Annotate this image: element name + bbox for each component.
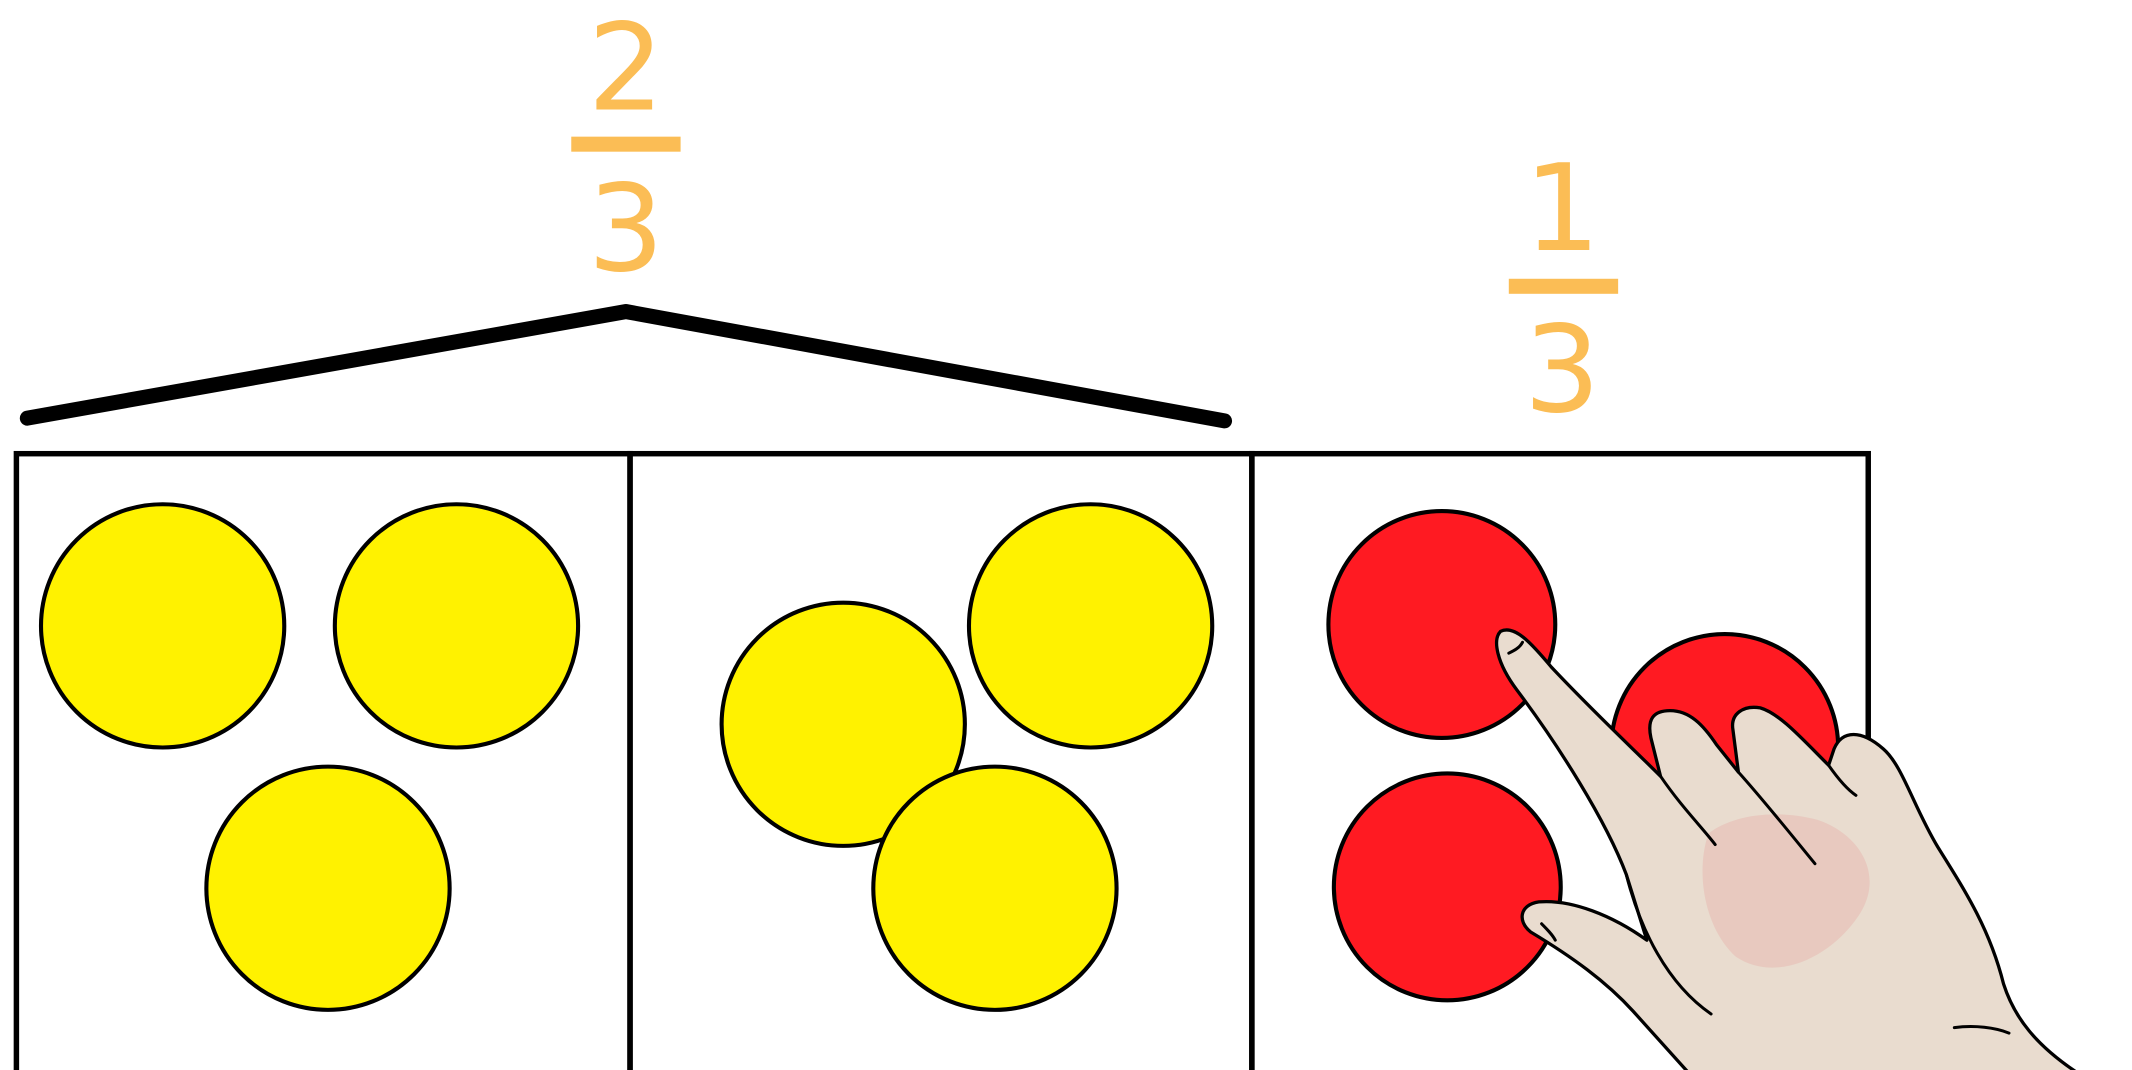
yellow-counters-section-1 [41,504,578,1010]
fraction-one-third: 1 3 [1509,139,1618,440]
yellow-counter [41,504,284,747]
yellow-counter [873,767,1116,1010]
fraction-one-third-denominator: 3 [1524,300,1601,440]
fraction-one-third-bar [1509,279,1618,294]
yellow-counter [969,504,1212,747]
red-counter [1328,511,1555,738]
fraction-two-thirds-bar [571,137,680,152]
fraction-two-thirds-denominator: 3 [588,160,665,300]
bracket [27,312,1224,421]
yellow-counter [206,767,449,1010]
fraction-two-thirds: 2 3 [571,0,680,300]
fraction-one-third-numerator: 1 [1524,139,1601,279]
yellow-counter [335,504,578,747]
fraction-two-thirds-numerator: 2 [588,0,665,138]
red-counter [1334,773,1561,1000]
yellow-counters-section-2 [722,504,1213,1010]
